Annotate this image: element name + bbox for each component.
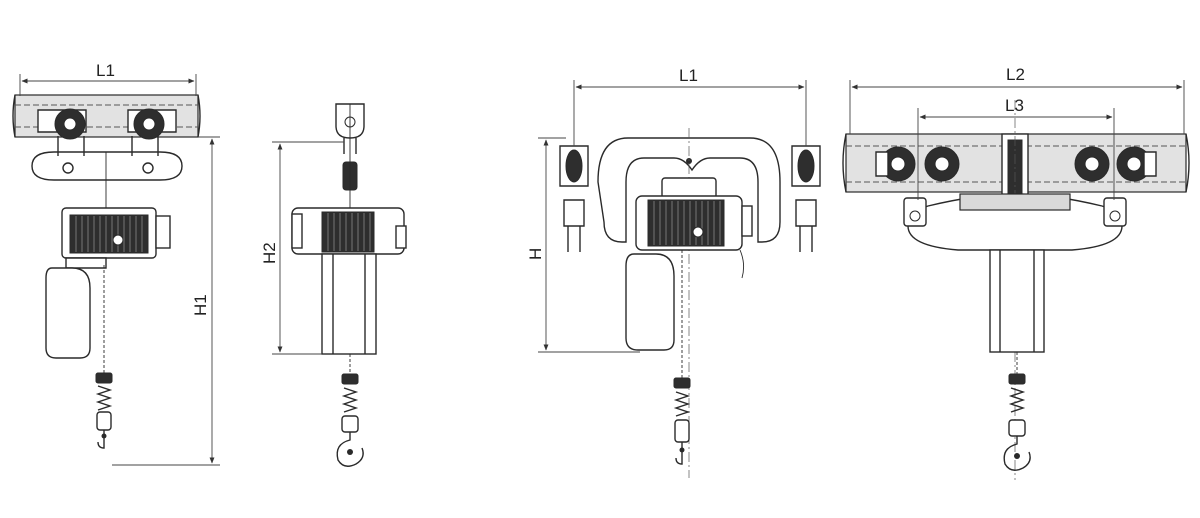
view-1-dimension-h1: H1 — [112, 136, 220, 466]
view-3-dimension-h: H — [526, 137, 640, 353]
view-1-chain-hook — [95, 265, 113, 449]
view-2-fixed-hoist-side: H2 — [260, 103, 407, 467]
view-1-chain-bag — [45, 267, 91, 359]
view-4-chain-hook — [1003, 352, 1031, 471]
view-1-width-label: L1 — [96, 61, 115, 80]
view-2-chain-hook — [336, 354, 364, 467]
view-2-top-hook — [335, 103, 365, 208]
view-3-wheel-left — [559, 145, 589, 252]
view-3-dimension-l1: L1 — [573, 66, 807, 146]
view-2-dimension-h2: H2 — [260, 141, 344, 355]
view-4-frame — [903, 193, 1127, 251]
view-4-wheels — [875, 146, 1157, 182]
view-3-trolley-hoist-front: L1 H — [526, 66, 821, 478]
view-3-wheel-right — [791, 145, 821, 252]
view-1-trolley — [31, 108, 183, 208]
view-3-width-label: L1 — [679, 66, 698, 85]
view-4-outer-width-label: L2 — [1006, 65, 1025, 84]
view-3-chain-bag — [625, 253, 675, 351]
view-1-dimension-l1: L1 — [19, 61, 197, 96]
view-3-motor-body — [635, 177, 753, 279]
view-2-height-label: H2 — [260, 242, 279, 264]
view-1-motor-body — [61, 207, 171, 269]
view-4-inner-width-label: L3 — [1005, 96, 1024, 115]
view-4-trolley-rail-side: L2 L3 — [842, 65, 1190, 480]
view-4-hoist-body — [989, 249, 1045, 353]
view-3-chain-hook — [673, 250, 691, 465]
view-3-height-label: H — [526, 248, 545, 260]
view-1-trolley-hoist-side: L1 H1 — [12, 61, 220, 466]
view-2-body — [291, 207, 407, 355]
view-4-dimension-l3: L3 — [917, 96, 1115, 200]
view-1-height-label: H1 — [191, 294, 210, 316]
view-4-dimension-l2: L2 — [849, 65, 1185, 134]
